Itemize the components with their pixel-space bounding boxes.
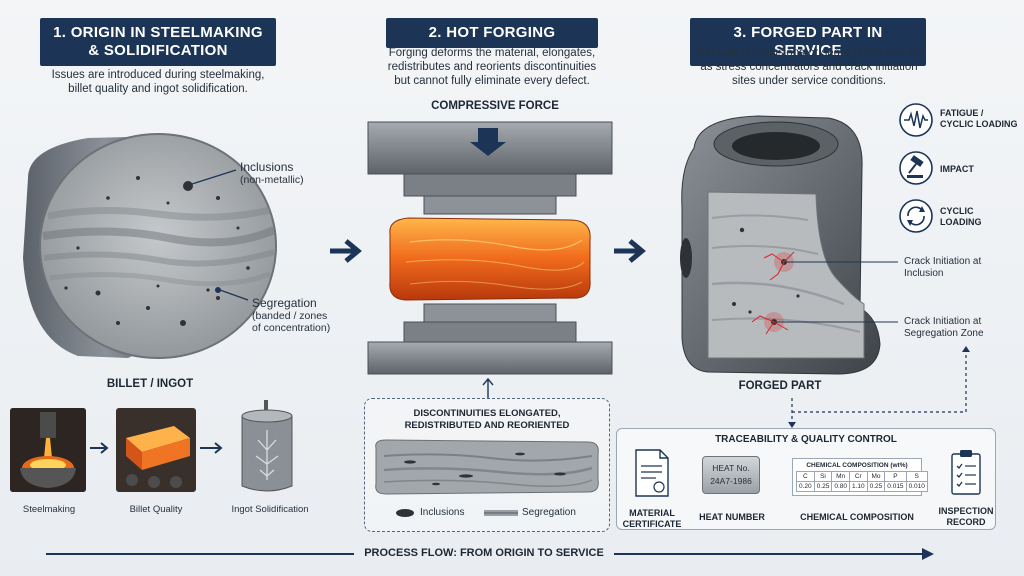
chemical-composition-table: CHEMICAL COMPOSITION (wt%) C Si Mn Cr Mo… [792, 458, 928, 496]
chemical-composition-label: CHEMICAL COMPOSITION [800, 512, 914, 522]
section2-title: 2. HOT FORGING [386, 18, 598, 48]
segregation-callout: Segregation (banded / zones of concentra… [252, 296, 331, 334]
segregation-legend-icon [484, 510, 518, 516]
certificate-document-icon [635, 449, 669, 497]
process-flow-line-left [46, 553, 354, 555]
section1-title: 1. ORIGIN IN STEELMAKING & SOLIDIFICATIO… [40, 18, 276, 66]
inclusions-callout: Inclusions (non-metallic) [240, 160, 304, 186]
ingot-solidification-caption: Ingot Solidification [231, 504, 309, 515]
section1-description: Issues are introduced during steelmaking… [51, 69, 265, 95]
compressive-force-label: COMPRESSIVE FORCE [431, 100, 559, 112]
billet-ingot-label: BILLET / INGOT [106, 378, 194, 390]
condition-cyclic-label: CYCLIC LOADING [940, 206, 982, 227]
certificate-label: MATERIAL CERTIFICATE [622, 508, 682, 529]
crack-inclusion-callout: Crack Initiation at Inclusion [904, 256, 982, 279]
clipboard-checklist-icon [951, 450, 981, 495]
steelmaking-caption: Steelmaking [22, 504, 76, 515]
process-flow-arrowhead [922, 548, 934, 560]
flow-arrow-1 [90, 442, 109, 454]
elongated-bar-illustration [375, 439, 599, 495]
discontinuities-title: DISCONTINUITIES ELONGATED, REDISTRIBUTED… [404, 408, 570, 431]
process-flow-label: PROCESS FLOW: FROM ORIGIN TO SERVICE [364, 547, 604, 559]
forging-press-illustration [367, 121, 613, 375]
inclusions-legend-icon [396, 509, 414, 517]
section3-title: 3. FORGED PART IN SERVICE [690, 18, 926, 66]
crack-segregation-callout: Crack Initiation at Segregation Zone [904, 316, 984, 339]
section-arrow-2 [614, 239, 646, 263]
gavel-impact-icon [899, 151, 933, 185]
legend-segregation-label: Segregation [522, 507, 576, 518]
ladle-pour-icon [10, 408, 86, 492]
forged-part-label: FORGED PART [738, 380, 822, 392]
condition-impact-label: IMPACT [940, 164, 974, 174]
section2-description: Forging deforms the material, elongates,… [387, 47, 597, 87]
hot-billet-icon [116, 408, 196, 492]
billet-ingot-illustration [23, 133, 277, 359]
forged-part-illustration [680, 115, 898, 375]
process-flow-line-right [614, 553, 926, 555]
up-pointer-arrow [482, 377, 494, 398]
condition-fatigue-label: FATIGUE / CYCLIC LOADING [940, 108, 1018, 129]
heat-number-label: HEAT NUMBER [699, 512, 765, 522]
flow-arrow-2 [200, 442, 223, 454]
traceability-connector [788, 346, 970, 428]
billet-quality-thumbnail [116, 408, 196, 492]
inspection-record-label: INSPECTION RECORD [938, 506, 994, 527]
legend-inclusions-label: Inclusions [420, 507, 465, 518]
section-arrow-1 [330, 239, 362, 263]
fatigue-wave-icon [899, 103, 933, 137]
section3-description: Remaining inclusions or segregation can … [696, 47, 922, 87]
steelmaking-thumbnail [10, 408, 86, 492]
traceability-title: TRACEABILITY & QUALITY CONTROL [715, 434, 897, 445]
ingot-cylinder-icon [241, 400, 293, 492]
billet-quality-caption: Billet Quality [129, 504, 183, 515]
cyclic-arrows-icon [899, 199, 933, 233]
heat-number-tag: HEAT No. 24A7-1986 [702, 456, 760, 494]
ingot-solidification-thumbnail [232, 400, 302, 496]
